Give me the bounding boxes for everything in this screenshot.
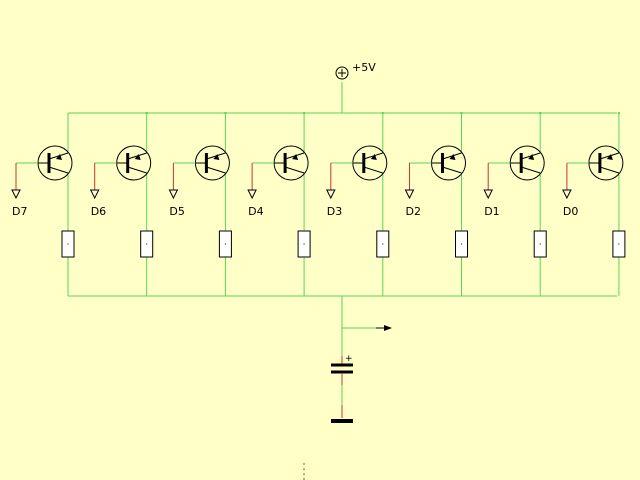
resistor-center-mark (146, 243, 148, 245)
static-wiring: +5V + (68, 61, 617, 480)
transistor-d1 (509, 145, 545, 181)
transistor-d0 (588, 145, 624, 181)
junction-dot (539, 112, 542, 114)
resistor-center-mark (224, 243, 226, 245)
stage-d1: D1 (483, 112, 547, 296)
transistor-stages: D7 D6 D5 D4 D3 D2 D1 D0 (11, 112, 626, 296)
junction-dot (303, 112, 306, 114)
transistor-d7 (37, 145, 73, 181)
supply-symbol (335, 66, 349, 80)
bit-label: D4 (248, 205, 263, 218)
bit-label: D3 (327, 205, 342, 218)
bit-label: D1 (484, 205, 499, 218)
ground-symbol (331, 419, 353, 423)
resistor-center-mark (461, 243, 462, 245)
transistor-d5 (194, 145, 230, 181)
resistor-center-mark (618, 243, 620, 245)
junction-dot (145, 112, 148, 114)
resistor-center-mark (303, 243, 305, 245)
supply-label: +5V (352, 61, 376, 74)
capacitor-polarity-mark: + (345, 354, 353, 364)
stage-d2: D2 (404, 112, 468, 296)
transistor-d6 (116, 145, 152, 181)
transistor-d2 (431, 145, 466, 181)
stage-d6: D6 (89, 112, 154, 296)
transistor-d3 (352, 145, 388, 181)
bit-label: D2 (406, 205, 421, 218)
stage-d0: D0 (562, 112, 626, 296)
stage-d7: D7 (11, 113, 75, 296)
stage-d3: D3 (325, 112, 390, 296)
input-port-icon (483, 189, 494, 200)
output-arrow (376, 325, 392, 331)
bit-label: D0 (563, 205, 578, 218)
input-port-icon (11, 189, 21, 200)
capacitor (331, 356, 353, 385)
bit-label: D7 (12, 205, 27, 218)
input-port-icon (247, 189, 257, 200)
junction-dot (224, 112, 227, 114)
bit-label: D6 (91, 205, 106, 218)
junction-dot (617, 112, 620, 114)
stage-d5: D5 (168, 112, 232, 296)
stage-d4: D4 (247, 112, 311, 296)
junction-dot (460, 112, 463, 114)
input-port-icon (325, 189, 336, 200)
resistor-center-mark (67, 243, 69, 245)
input-port-icon (89, 189, 100, 200)
bit-label: D5 (169, 205, 184, 218)
resistor-center-mark (539, 243, 541, 245)
resistor-center-mark (382, 243, 384, 245)
transistor-d4 (273, 145, 309, 181)
input-port-icon (562, 189, 572, 200)
input-port-icon (168, 189, 179, 200)
junction-dot (381, 112, 384, 114)
input-port-icon (404, 189, 415, 200)
